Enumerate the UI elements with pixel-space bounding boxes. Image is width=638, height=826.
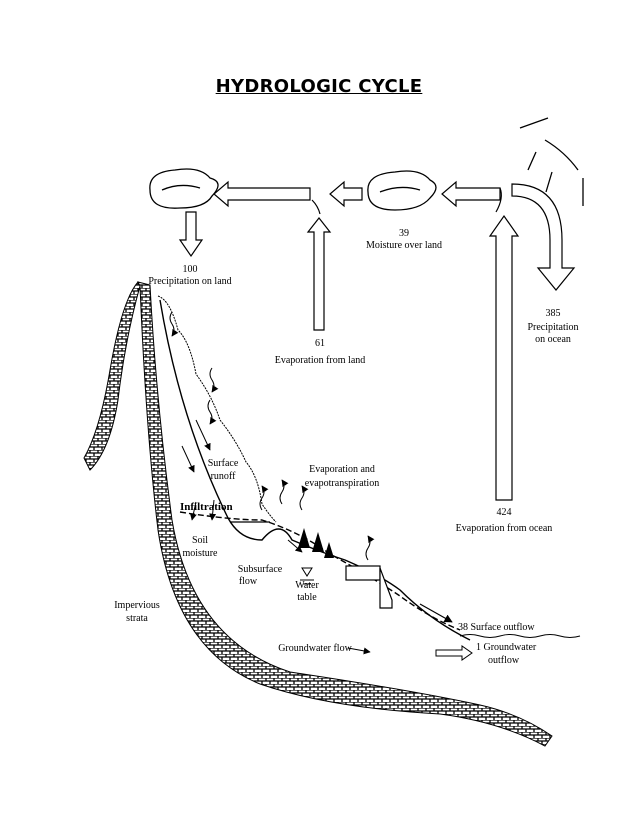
groundwater-flow-arrow (347, 647, 371, 655)
evaporation-from-land-label: Evaporation from land (275, 355, 366, 366)
land-surface (159, 299, 471, 641)
groundwater-outflow-label-1: 1 Groundwater (476, 642, 537, 653)
evapotranspiration-label-2: evapotranspiration (305, 478, 379, 489)
moisture-transport-arrows (213, 180, 501, 208)
water-table-marker-icon (300, 567, 314, 585)
moisture-over-land-value: 39 (399, 228, 409, 239)
precipitation-on-ocean-label-2: on ocean (535, 334, 571, 345)
evaporation-from-land-value: 61 (315, 338, 325, 349)
precipitation-ocean-arrow (511, 183, 576, 291)
evaporation-ocean-arrow (488, 187, 520, 501)
precipitation-land-arrow (178, 211, 204, 258)
surface-outflow-label: 38 Surface outflow (458, 622, 535, 633)
surface-runoff-label-1: Surface (208, 458, 239, 469)
evaporation-from-ocean-label: Evaporation from ocean (456, 523, 553, 534)
moisture-over-land-label: Moisture over land (366, 240, 442, 251)
reservoir (345, 565, 393, 609)
groundwater-outflow-arrow (435, 645, 473, 661)
ocean-surface (459, 634, 581, 638)
water-table-line (179, 511, 461, 631)
precipitation-on-ocean-value: 385 (546, 308, 561, 319)
impervious-strata-label-2: strata (126, 613, 148, 624)
trees (298, 528, 334, 558)
surface-outflow-arrow (419, 603, 453, 623)
surface-runoff-label-2: runoff (211, 471, 236, 482)
evaporation-from-ocean-value: 424 (497, 507, 512, 518)
precipitation-on-land-label: Precipitation on land (148, 276, 231, 287)
impervious-strata (83, 281, 553, 747)
mountain-outline (157, 295, 277, 523)
evapotranspiration-squiggles (259, 479, 375, 561)
groundwater-outflow-label-2: outflow (488, 655, 520, 666)
evaporation-land-arrow (306, 199, 332, 331)
rain-squiggles (169, 311, 219, 425)
subsurface-flow-label-1: Subsurface (238, 564, 283, 575)
page-title: HYDROLOGIC CYCLE (215, 76, 423, 97)
evapotranspiration-label-1: Evaporation and (309, 464, 375, 475)
infiltration-arrows (189, 499, 217, 521)
water-table-label-2: table (297, 592, 317, 603)
subsurface-flow-label-2: flow (239, 576, 258, 587)
runoff-arrows (181, 419, 303, 553)
impervious-strata-label-1: Impervious (114, 600, 160, 611)
groundwater-flow-label: Groundwater flow (278, 643, 352, 654)
precipitation-on-land-value: 100 (183, 264, 198, 275)
sun-rays (519, 117, 584, 206)
infiltration-label: Infiltration (180, 501, 233, 513)
precipitation-on-ocean-label-1: Precipitation (527, 322, 578, 333)
soil-moisture-label-1: Soil (192, 535, 208, 546)
water-table-label-1: Water (295, 580, 319, 591)
cloud-left-icon (149, 168, 219, 209)
cloud-right-icon (367, 170, 437, 211)
soil-moisture-label-2: moisture (183, 548, 219, 559)
